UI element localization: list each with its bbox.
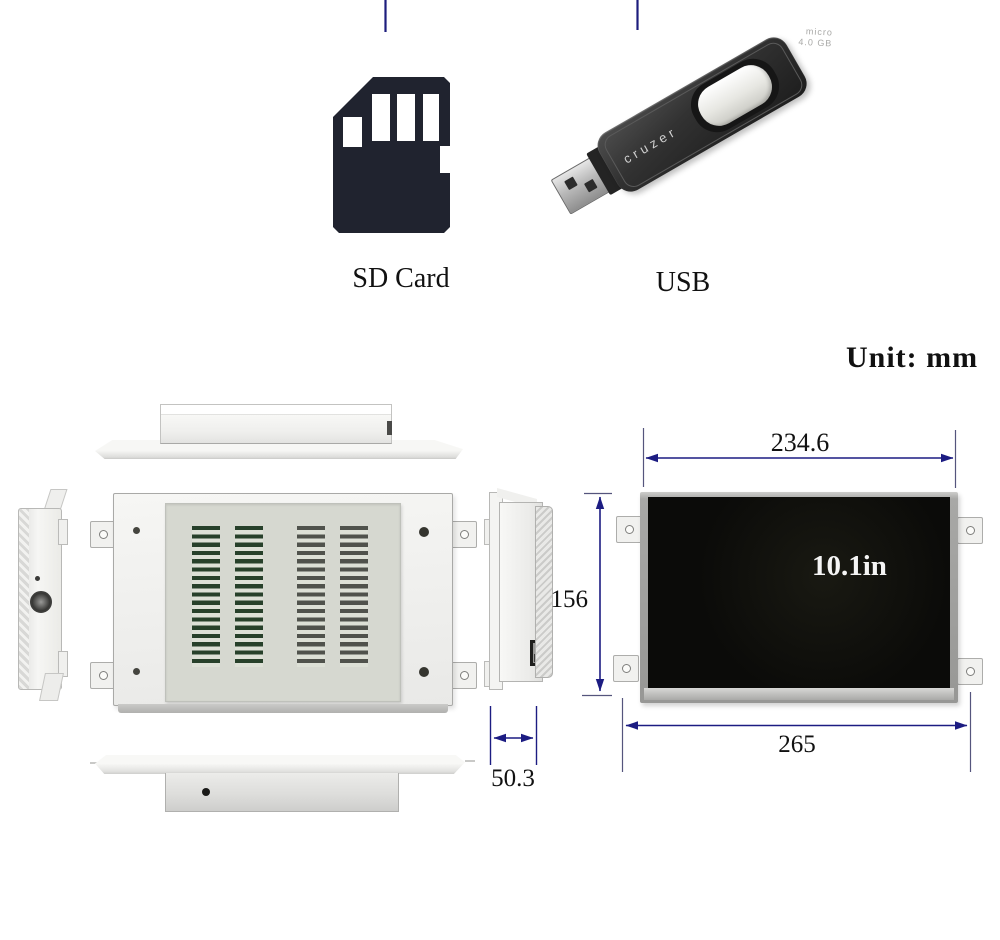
mounting-ear	[90, 662, 116, 689]
screw-hole	[133, 527, 140, 534]
usb-connector-hole	[583, 178, 598, 193]
vent-column	[340, 526, 368, 667]
display-bezel	[640, 492, 958, 703]
top-leader-lines	[384, 0, 639, 32]
top-view-housing	[160, 404, 392, 444]
front-view-drawing	[612, 490, 984, 706]
mounting-ear	[616, 516, 642, 543]
sd-contact-pin	[372, 94, 390, 141]
sd-contact-pin	[397, 94, 415, 141]
left-view-hatch-edge	[19, 509, 29, 689]
mounting-ear	[451, 662, 477, 689]
led-dot	[35, 576, 40, 581]
dim-label-diagonal: 10.1in	[812, 550, 887, 582]
back-view-housing	[113, 493, 453, 706]
vent-column	[192, 526, 220, 667]
vent-column	[235, 526, 263, 667]
screw-hole	[419, 667, 429, 677]
bottom-view-drawing	[90, 750, 475, 816]
right-side-view-drawing	[483, 486, 555, 708]
vent-panel	[165, 503, 401, 702]
sd-card-icon	[333, 77, 450, 233]
mounting-ear	[451, 521, 477, 548]
left-side-view-drawing	[14, 487, 72, 703]
back-view-drawing	[90, 490, 477, 716]
sd-card-label: SD Card	[352, 263, 450, 294]
bottom-view-flange	[95, 755, 465, 774]
display-bottom-strip	[644, 688, 954, 700]
sd-contact-pin	[423, 94, 439, 141]
bottom-view-tip	[90, 762, 100, 764]
left-view-body	[18, 508, 62, 690]
usb-label: USB	[655, 267, 711, 298]
top-view-port	[387, 421, 392, 435]
display-screen	[648, 497, 950, 688]
mounting-ear	[957, 517, 983, 544]
bottom-hole	[202, 788, 210, 796]
depth-extension-lines	[489, 706, 538, 765]
bottom-view-tip	[465, 760, 475, 762]
dim-label-screen-width: 234.6	[770, 428, 830, 457]
screw-hole	[133, 668, 140, 675]
vent-column	[297, 526, 325, 667]
dim-label-depth: 50.3	[491, 765, 535, 792]
right-view-hatch-edge	[535, 506, 553, 678]
mounting-ear	[613, 655, 639, 682]
bottom-view-housing	[165, 773, 399, 812]
mounting-ear	[957, 658, 983, 685]
dim-label-total-width: 265	[778, 731, 816, 758]
dim-label-height: 156	[550, 586, 589, 613]
power-jack	[30, 591, 52, 613]
top-view-drawing	[95, 400, 463, 464]
left-view-tab	[58, 519, 68, 545]
top-view-flange	[95, 440, 463, 459]
sd-contact-pin	[343, 117, 362, 147]
back-view-bottom-edge	[118, 704, 448, 713]
top-view-housing-top	[161, 405, 391, 415]
usb-body: cruzer micro 4.0 GB	[592, 26, 833, 198]
screw-hole	[419, 527, 429, 537]
usb-capacity-text: micro 4.0 GB	[768, 24, 833, 50]
usb-drive-icon: cruzer micro 4.0 GB	[544, 26, 833, 225]
unit-label: Unit: mm	[846, 341, 979, 374]
usb-connector-hole	[564, 176, 578, 191]
